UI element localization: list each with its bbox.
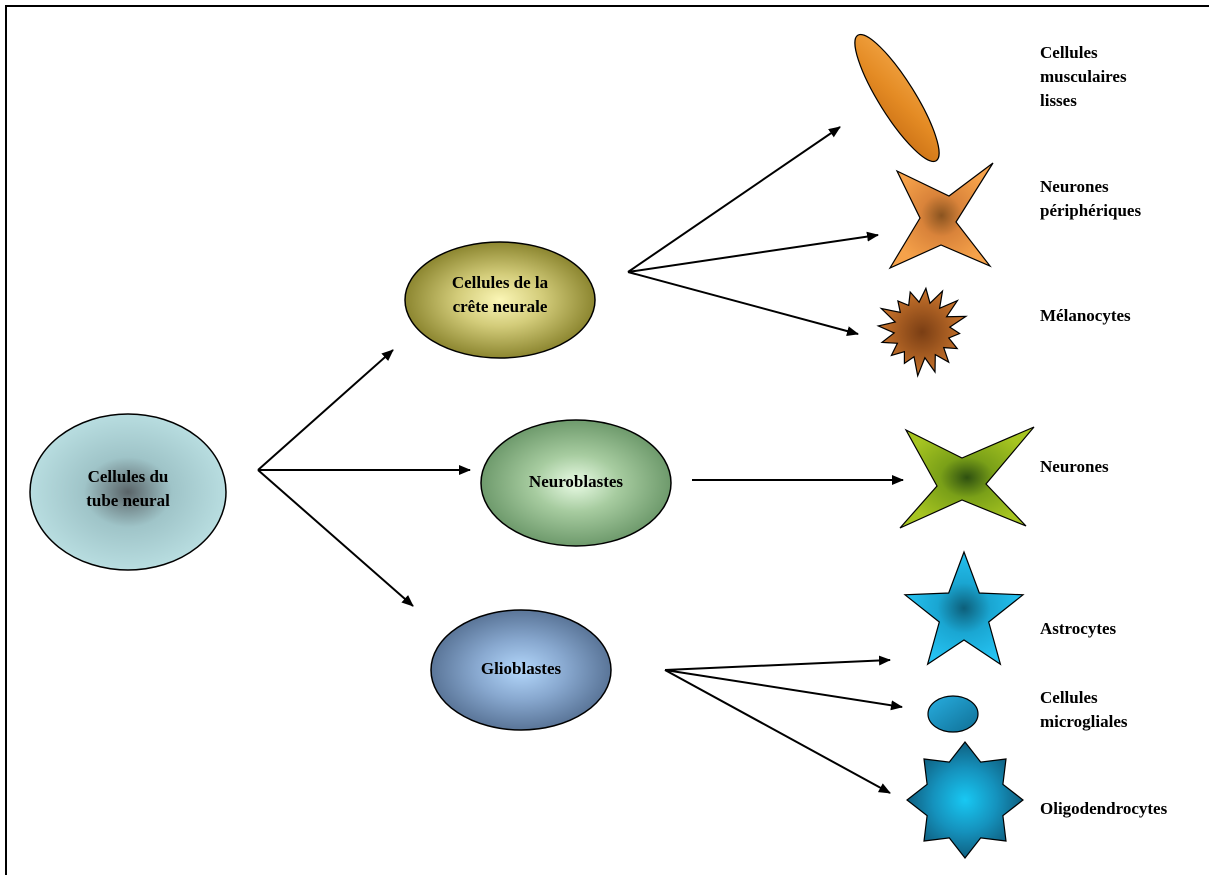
microglia-shape <box>927 695 979 733</box>
diagram-frame <box>5 5 1209 875</box>
glioblasts-node <box>430 609 612 731</box>
oligodendrocyte-shape <box>906 741 1024 859</box>
neuroblasts-node <box>480 419 672 547</box>
neuron-shape <box>899 426 1035 529</box>
tube-node <box>29 413 227 571</box>
oligodendrocytes-label: Oligodendrocytes <box>1040 799 1168 818</box>
tube-label: Cellules du tube neural <box>86 467 170 510</box>
arrows <box>257 126 904 794</box>
arrow-tube-to-glioblasts <box>257 469 414 607</box>
smooth-muscle-shape <box>854 33 940 163</box>
arrow-crest-to-muscle <box>627 126 841 273</box>
arrow-glioblasts-to-astrocytes <box>664 655 891 671</box>
microglia-label: Cellules microgliales <box>1040 688 1128 731</box>
arrow-tube-to-crest <box>257 349 394 471</box>
glioblasts-label: Glioblastes <box>480 659 562 678</box>
arrow-crest-to-melanocytes <box>627 271 859 336</box>
neuroblasts-label: Neuroblastes <box>528 472 624 491</box>
peripheral-neuron-shape <box>888 162 994 270</box>
arrow-glioblasts-to-microglia <box>664 669 903 711</box>
arrow-glioblasts-to-oligodendrocytes <box>664 669 891 794</box>
arrow-crest-to-peripheral <box>627 231 879 273</box>
neurons-label: Neurones <box>1040 457 1109 476</box>
peripheral-neurons-label: Neurones périphériques <box>1040 177 1142 220</box>
melanocyte-shape <box>876 286 968 378</box>
astrocyte-shape <box>903 550 1025 666</box>
astrocytes-label: Astrocytes <box>1040 619 1117 638</box>
melanocytes-label: Mélanocytes <box>1040 306 1131 325</box>
crest-label: Cellules de la crête neurale <box>451 273 549 316</box>
crest-node <box>404 241 596 359</box>
smooth-muscle-label: Cellules musculaires lisses <box>1040 43 1127 110</box>
